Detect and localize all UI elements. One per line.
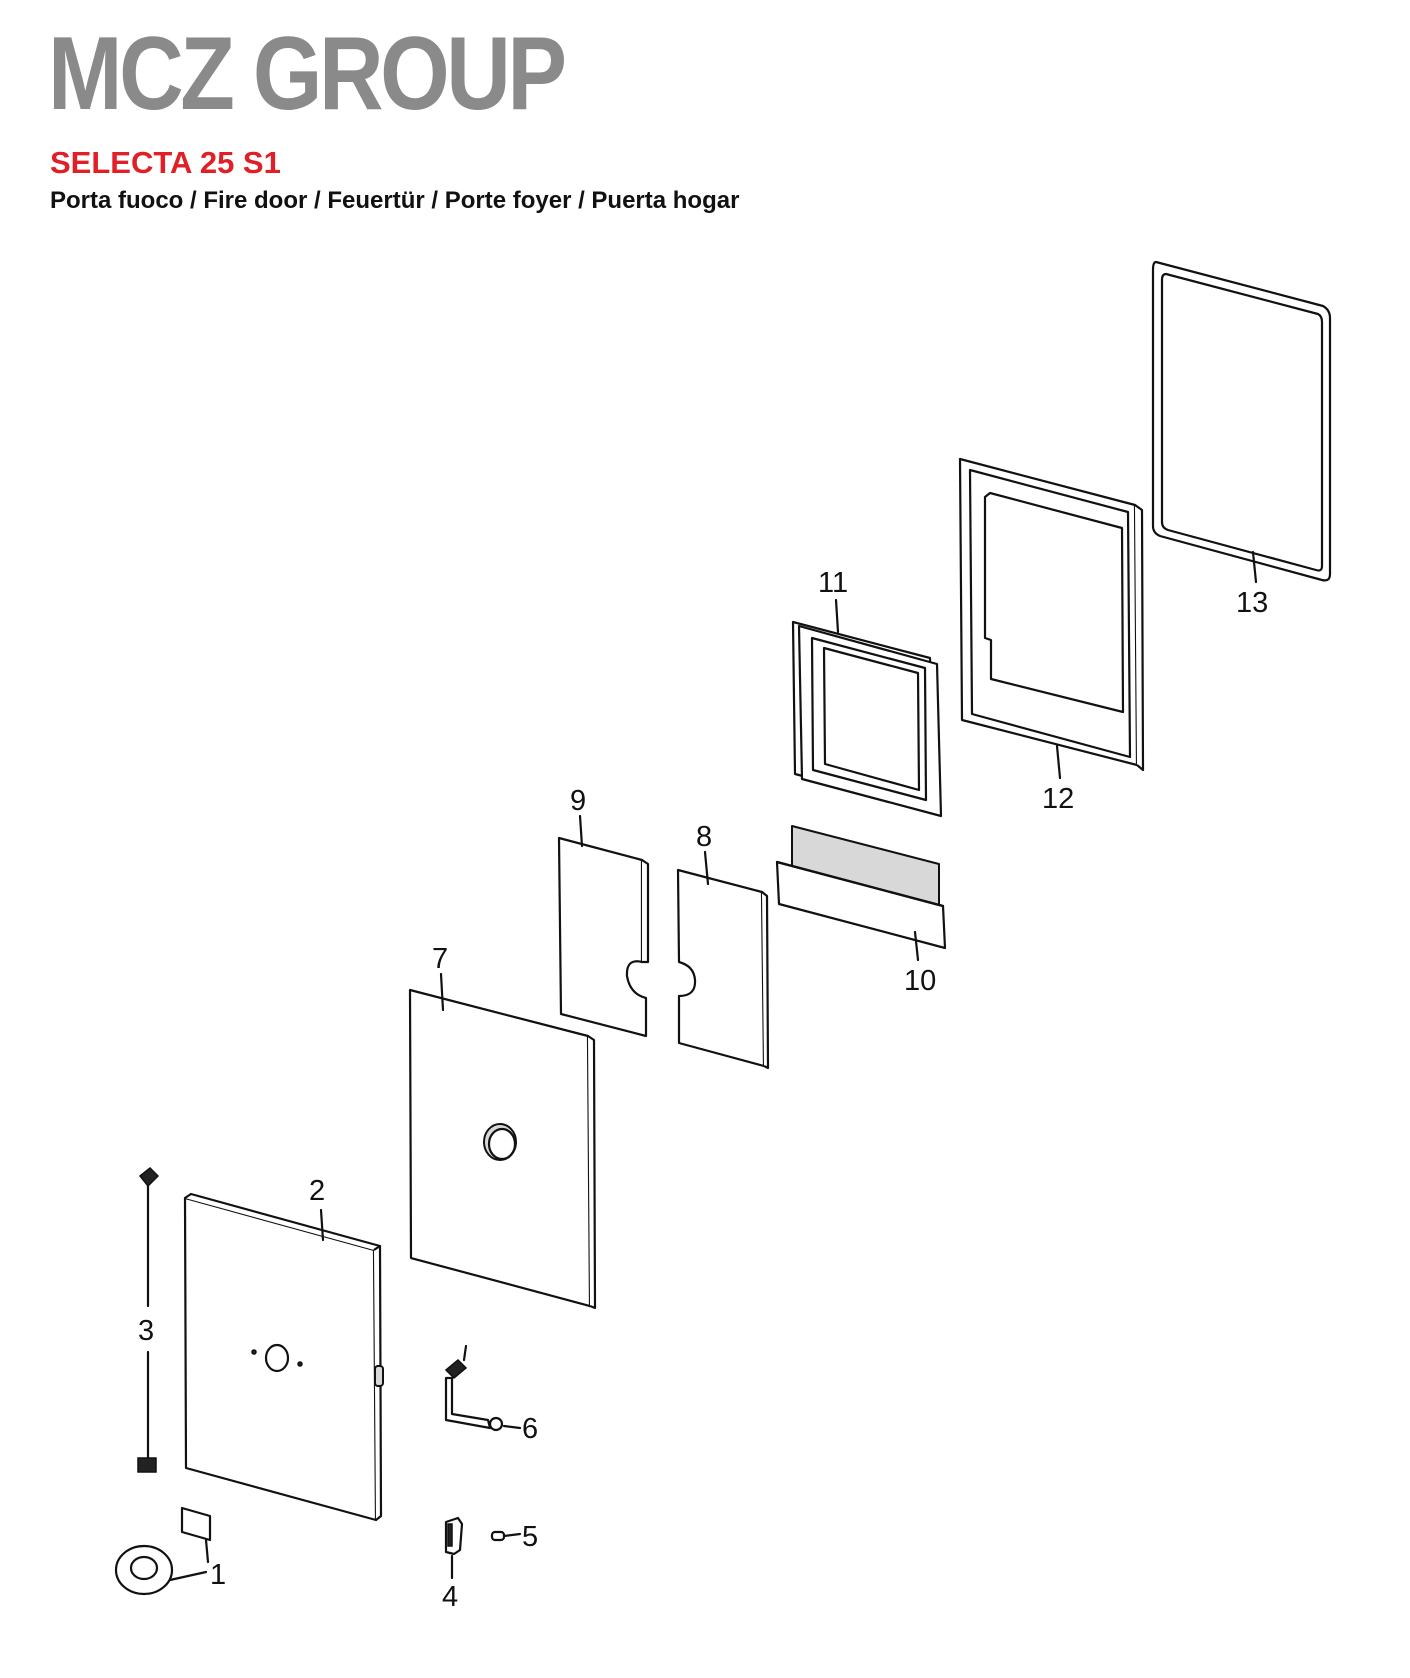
- label-part-12: 12: [1042, 783, 1074, 815]
- label-part-2: 2: [309, 1175, 325, 1207]
- label-part-13: 13: [1236, 587, 1268, 619]
- part-3-hinge-pin: [137, 1166, 160, 1473]
- part-11-glass-frame: [791, 598, 943, 818]
- part-9-insulation: [557, 814, 650, 1038]
- brand-logo: MCZ GROUP: [48, 16, 567, 132]
- label-part-5: 5: [522, 1521, 538, 1553]
- label-part-8: 8: [696, 821, 712, 853]
- part-5-screw: [490, 1530, 522, 1542]
- label-part-10: 10: [904, 965, 936, 997]
- part-12-door-frame: [958, 457, 1145, 780]
- part-4-latch: [444, 1516, 464, 1580]
- diagram-subtitle: Porta fuoco / Fire door / Feuertür / Por…: [50, 187, 740, 214]
- label-part-6: 6: [522, 1413, 538, 1445]
- label-part-7: 7: [432, 943, 448, 975]
- part-7-door-panel: [408, 972, 597, 1310]
- part-2-door: [183, 1192, 384, 1522]
- label-part-11: 11: [818, 567, 848, 599]
- label-part-1: 1: [210, 1559, 226, 1591]
- part-1-knob: [114, 1506, 212, 1596]
- model-title: SELECTA 25 S1: [50, 145, 281, 180]
- label-part-4: 4: [442, 1581, 458, 1613]
- label-part-9: 9: [570, 785, 586, 817]
- label-part-3: 3: [138, 1315, 154, 1347]
- part-10-deflector: [775, 825, 947, 962]
- part-8-insulation: [676, 850, 770, 1070]
- part-6-handle-linkage: [444, 1344, 522, 1432]
- part-13-gasket: [1151, 260, 1332, 584]
